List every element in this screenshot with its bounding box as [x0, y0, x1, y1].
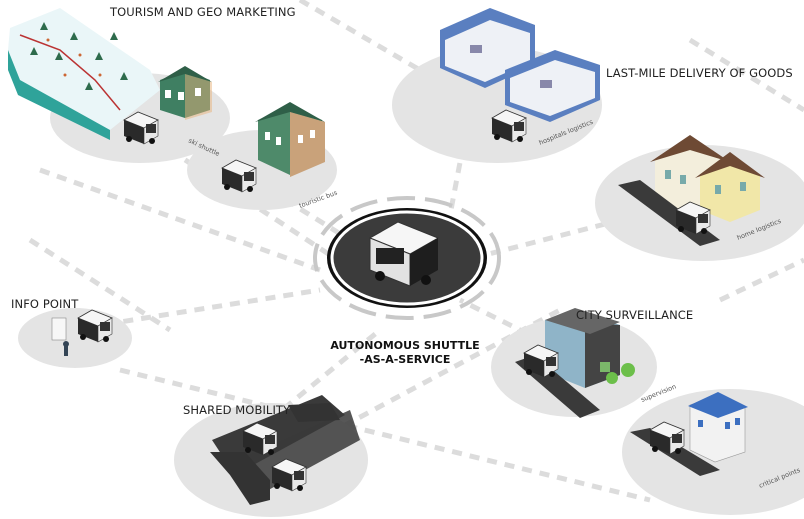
home-houses: [650, 135, 765, 222]
surveillance-building: [545, 308, 635, 388]
center-title-line2: -AS-A-SERVICE: [359, 353, 451, 366]
center-title: AUTONOMOUS SHUTTLE -AS-A-SERVICE: [320, 339, 490, 367]
label-last-mile-delivery: LAST-MILE DELIVERY OF GOODS: [606, 66, 793, 80]
label-city-surveillance: CITY SURVEILLANCE: [576, 308, 694, 322]
tourism-houses: [158, 66, 212, 120]
hospital-rooms: [440, 8, 600, 122]
ski-hill-illustration: [8, 8, 160, 140]
platform-info-point: [18, 308, 132, 368]
info-kiosk: [51, 317, 69, 356]
bus-shelters: [210, 403, 340, 505]
critical-building: [688, 392, 748, 463]
center-hub: [313, 196, 501, 320]
center-title-line1: AUTONOMOUS SHUTTLE: [330, 339, 480, 352]
shared-road-2: [238, 410, 360, 500]
touristic-building: [255, 102, 325, 177]
label-info-point: INFO POINT: [11, 297, 79, 311]
label-shared-mobility: SHARED MOBILITY: [183, 403, 291, 417]
label-tourism: TOURISM AND GEO MARKETING: [110, 5, 296, 19]
